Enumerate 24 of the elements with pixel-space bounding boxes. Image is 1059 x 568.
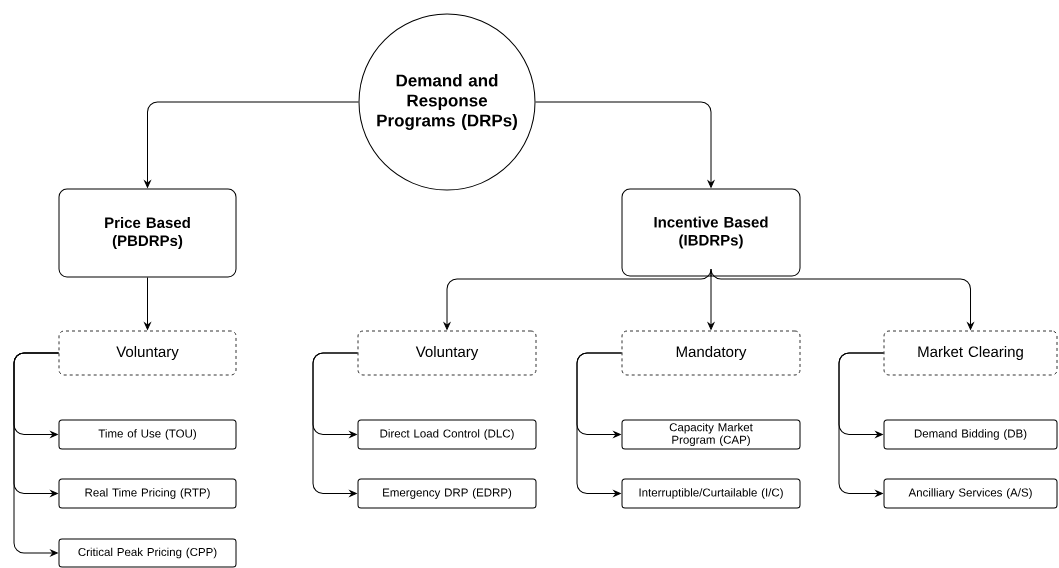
arrow bbox=[576, 352, 623, 497]
group-box: Voluntary bbox=[357, 330, 537, 376]
group-box: Voluntary bbox=[58, 330, 237, 376]
program-box: Real Time Pricing (RTP) bbox=[58, 478, 237, 509]
program-box: Time of Use (TOU) bbox=[58, 419, 237, 450]
arrow bbox=[707, 276, 715, 330]
arrow bbox=[838, 352, 885, 497]
category-box: Price Based (PBDRPs) bbox=[58, 188, 237, 278]
arrow bbox=[710, 268, 974, 330]
group-box: Mandatory bbox=[621, 330, 801, 376]
arrow bbox=[312, 352, 359, 497]
program-box: Emergency DRP (EDRP) bbox=[357, 478, 537, 509]
program-box: Demand Bidding (DB) bbox=[883, 419, 1058, 450]
program-box: Interruptible/Curtailable (I/C) bbox=[621, 478, 801, 509]
arrow bbox=[535, 101, 715, 188]
group-box: Market Clearing bbox=[883, 330, 1058, 376]
program-box: Critical Peak Pricing (CPP) bbox=[58, 538, 237, 568]
program-box: Capacity Market Program (CAP) bbox=[621, 419, 801, 450]
arrow bbox=[13, 352, 60, 557]
category-box: Incentive Based (IBDRPs) bbox=[621, 188, 801, 277]
program-box: Ancilliary Services (A/S) bbox=[883, 478, 1058, 509]
arrow bbox=[144, 101, 359, 188]
arrow bbox=[144, 277, 151, 330]
program-box: Direct Load Control (DLC) bbox=[357, 419, 537, 450]
